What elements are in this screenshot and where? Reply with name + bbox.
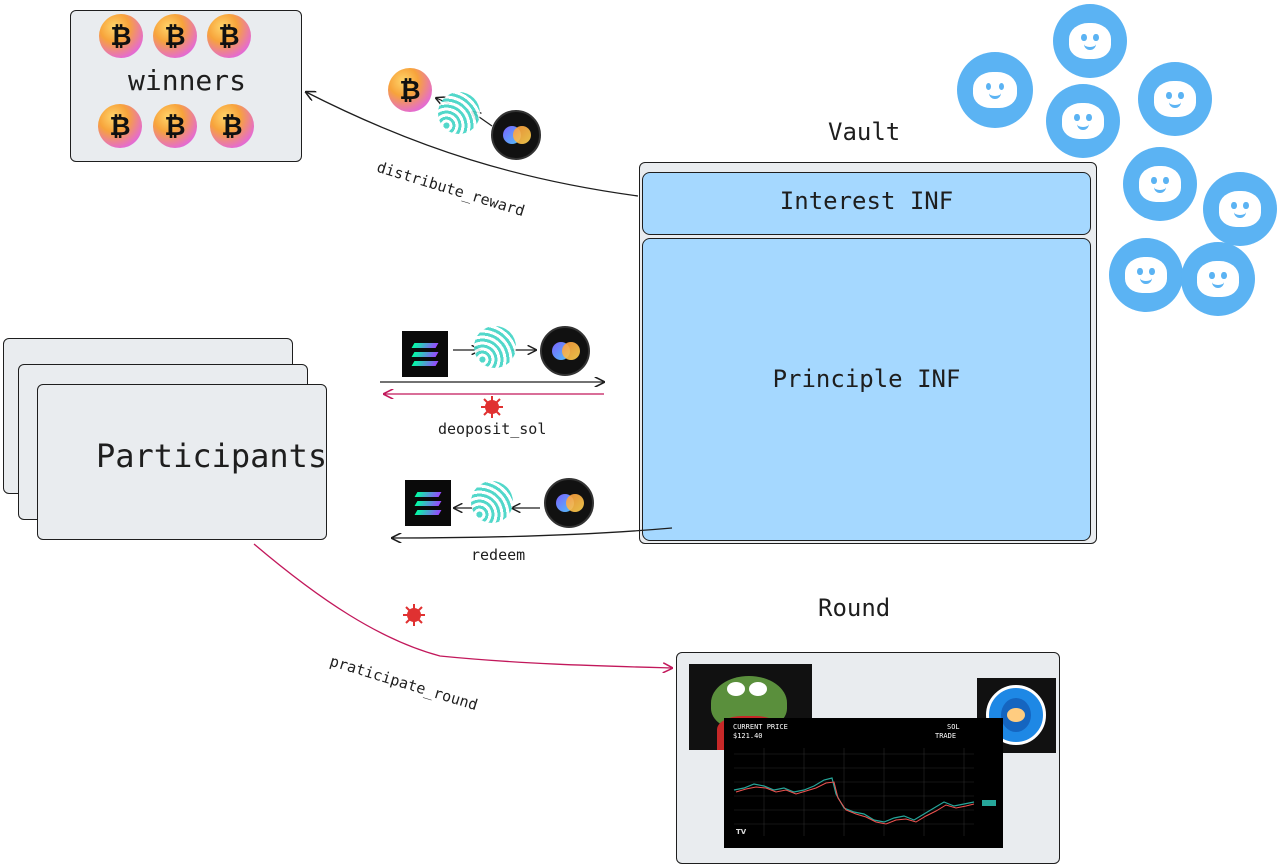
current-price-heading: CURRENT PRICE [733, 723, 788, 731]
inf-token-icon [540, 326, 590, 376]
inf-token-icon [544, 478, 594, 528]
interest-inf-label: Interest INF [779, 187, 954, 215]
jupiter-token-icon [474, 326, 516, 368]
bitcoin-icon: ₿ [207, 14, 251, 58]
bitcoin-icon: ₿ [210, 104, 254, 148]
ghost-avatar-icon [1109, 238, 1183, 312]
redeem-label: redeem [471, 546, 526, 564]
winners-label: winners [128, 64, 247, 97]
ghost-avatar-icon [1046, 84, 1120, 158]
principle-inf-box: Principle INF [642, 238, 1091, 541]
deposit-sol-label: deoposit_sol [438, 420, 547, 438]
bitcoin-icon: ₿ [153, 14, 197, 58]
solana-icon [402, 331, 448, 377]
ghost-avatar-icon [1203, 172, 1277, 246]
bitcoin-icon: ₿ [98, 104, 142, 148]
jupiter-token-icon [438, 92, 480, 134]
ghost-avatar-icon [957, 52, 1033, 128]
inf-token-icon [491, 110, 541, 160]
ghost-avatar-icon [1138, 62, 1212, 136]
candlestick-chart [733, 748, 996, 836]
chart-trade-label[interactable]: TRADE [935, 732, 957, 740]
current-price-value: $121.40 [733, 732, 763, 740]
tradingview-logo: TV [736, 828, 747, 836]
price-chart: CURRENT PRICE $121.40 SOL TRADE TV [724, 718, 1003, 848]
bitcoin-icon: ₿ [153, 104, 197, 148]
solana-icon [405, 480, 451, 526]
participant-card-front: Participants [37, 384, 327, 540]
bug-icon [403, 604, 425, 626]
interest-inf-box: Interest INF [642, 172, 1091, 235]
bitcoin-icon: ₿ [388, 68, 432, 112]
ghost-avatar-icon [1123, 147, 1197, 221]
bitcoin-icon: ₿ [99, 14, 143, 58]
redeem-arrow [392, 527, 673, 538]
distribute-reward-arrow [306, 92, 639, 197]
principle-inf-label: Principle INF [772, 365, 961, 393]
vault-title: Vault [828, 118, 901, 146]
ghost-avatar-icon [1181, 242, 1255, 316]
chart-symbol-label: SOL [947, 723, 960, 731]
participate-round-arrow [253, 543, 672, 668]
bug-icon [481, 396, 503, 418]
jupiter-token-icon [471, 481, 513, 523]
participants-label: Participants [96, 437, 328, 475]
ghost-avatar-icon [1053, 4, 1127, 78]
round-title: Round [818, 594, 891, 622]
sonic-meme-image [977, 678, 1056, 753]
